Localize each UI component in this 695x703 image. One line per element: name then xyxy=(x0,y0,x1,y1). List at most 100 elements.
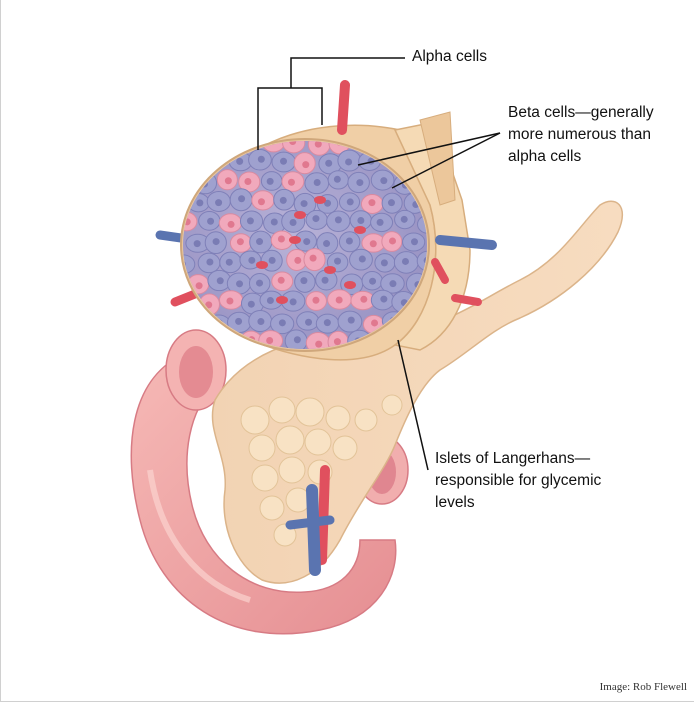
cell-nucleus xyxy=(360,296,367,303)
cell-nucleus xyxy=(215,199,222,206)
cell-nucleus xyxy=(302,161,309,168)
cell-nucleus xyxy=(371,319,378,326)
cell-nucleus xyxy=(207,218,214,225)
cell-nucleus xyxy=(237,238,244,245)
beta-cell xyxy=(207,315,231,334)
cell-nucleus xyxy=(225,177,232,184)
cell-nucleus xyxy=(335,216,342,223)
cell-nucleus xyxy=(267,178,274,185)
cell-nucleus xyxy=(336,296,343,303)
cell-nucleus xyxy=(206,258,213,265)
cell-nucleus xyxy=(194,240,201,247)
capillary xyxy=(324,266,336,274)
cell-nucleus xyxy=(312,215,319,222)
cell-nucleus xyxy=(238,195,245,202)
cell-nucleus xyxy=(267,297,274,304)
islets-label-line1: Islets of Langerhans— xyxy=(435,448,601,470)
cell-nucleus xyxy=(377,219,384,226)
cell-nucleus xyxy=(256,280,263,287)
cell-nucleus xyxy=(269,257,276,264)
cell-nucleus xyxy=(236,158,243,165)
islets-label-line3: levels xyxy=(435,492,601,514)
cell-nucleus xyxy=(334,258,341,265)
cell-nucleus xyxy=(244,178,251,185)
cell-nucleus xyxy=(258,156,265,163)
islets-label-line2: responsible for glycemic xyxy=(435,470,601,492)
beta-cells-label-line3: alpha cells xyxy=(508,146,654,168)
cell-nucleus xyxy=(279,319,286,326)
cell-nucleus xyxy=(271,218,278,225)
cell-nucleus xyxy=(388,199,395,206)
cell-nucleus xyxy=(294,257,301,264)
cell-nucleus xyxy=(278,277,285,284)
cell-nucleus xyxy=(322,277,329,284)
cell-nucleus xyxy=(368,199,375,206)
alpha-cells-label: Alpha cells xyxy=(412,46,487,68)
cell-nucleus xyxy=(359,256,366,263)
cell-nucleus xyxy=(226,259,233,266)
cell-nucleus xyxy=(280,197,287,204)
capillary xyxy=(289,236,301,244)
cell-nucleus xyxy=(380,296,387,303)
cell-nucleus xyxy=(290,219,297,226)
cell-nucleus xyxy=(325,160,332,167)
cell-nucleus xyxy=(226,298,233,305)
capillary xyxy=(344,281,356,289)
cell-nucleus xyxy=(256,238,263,245)
cell-nucleus xyxy=(380,177,387,184)
beta-cells-label: Beta cells—generally more numerous than … xyxy=(508,102,654,168)
cell-nucleus xyxy=(303,238,310,245)
cell-nucleus xyxy=(370,240,377,247)
cell-nucleus xyxy=(278,236,285,243)
cell-nucleus xyxy=(288,179,295,186)
cell-nucleus xyxy=(235,318,242,325)
cell-nucleus xyxy=(348,317,355,324)
cell-nucleus xyxy=(236,280,243,287)
cell-nucleus xyxy=(402,258,409,265)
cell-nucleus xyxy=(248,301,255,308)
capillary xyxy=(276,296,288,304)
capillary xyxy=(256,261,268,269)
islets-label: Islets of Langerhans— responsible for gl… xyxy=(435,448,601,514)
cell-nucleus xyxy=(300,277,307,284)
cell-nucleus xyxy=(369,278,376,285)
cell-nucleus xyxy=(257,318,264,325)
cell-nucleus xyxy=(389,237,396,244)
capillary xyxy=(294,211,306,219)
cell-nucleus xyxy=(217,277,224,284)
cell-nucleus xyxy=(315,341,322,348)
cell-nucleus xyxy=(280,158,287,165)
cell-nucleus xyxy=(290,298,297,305)
cell-nucleus xyxy=(347,198,354,205)
cell-nucleus xyxy=(196,199,203,206)
cell-nucleus xyxy=(266,337,273,344)
cell-nucleus xyxy=(314,179,321,186)
capillary xyxy=(314,196,326,204)
cell-nucleus xyxy=(323,240,330,247)
beta-cells-label-line2: more numerous than xyxy=(508,124,654,146)
cell-nucleus xyxy=(258,198,265,205)
cell-nucleus xyxy=(411,238,418,245)
beta-cells-label-line1: Beta cells—generally xyxy=(508,102,654,124)
cell-nucleus xyxy=(248,257,255,264)
cell-nucleus xyxy=(345,158,352,165)
cell-nucleus xyxy=(356,179,363,186)
cell-nucleus xyxy=(228,221,235,228)
cell-nucleus xyxy=(389,280,396,287)
cell-nucleus xyxy=(305,319,312,326)
cell-nucleus xyxy=(312,297,319,304)
cell-nucleus xyxy=(213,238,220,245)
cell-nucleus xyxy=(357,217,364,224)
cell-nucleus xyxy=(401,216,408,223)
cell-nucleus xyxy=(346,237,353,244)
cell-nucleus xyxy=(196,282,203,289)
capillary xyxy=(354,226,366,234)
cell-nucleus xyxy=(247,217,254,224)
cell-nucleus xyxy=(381,259,388,266)
cell-nucleus xyxy=(294,336,301,343)
image-credit: Image: Rob Flewell xyxy=(600,681,687,693)
cell-nucleus xyxy=(310,255,317,262)
cell-nucleus xyxy=(301,200,308,207)
cell-nucleus xyxy=(324,319,331,326)
cell-nucleus xyxy=(334,176,341,183)
